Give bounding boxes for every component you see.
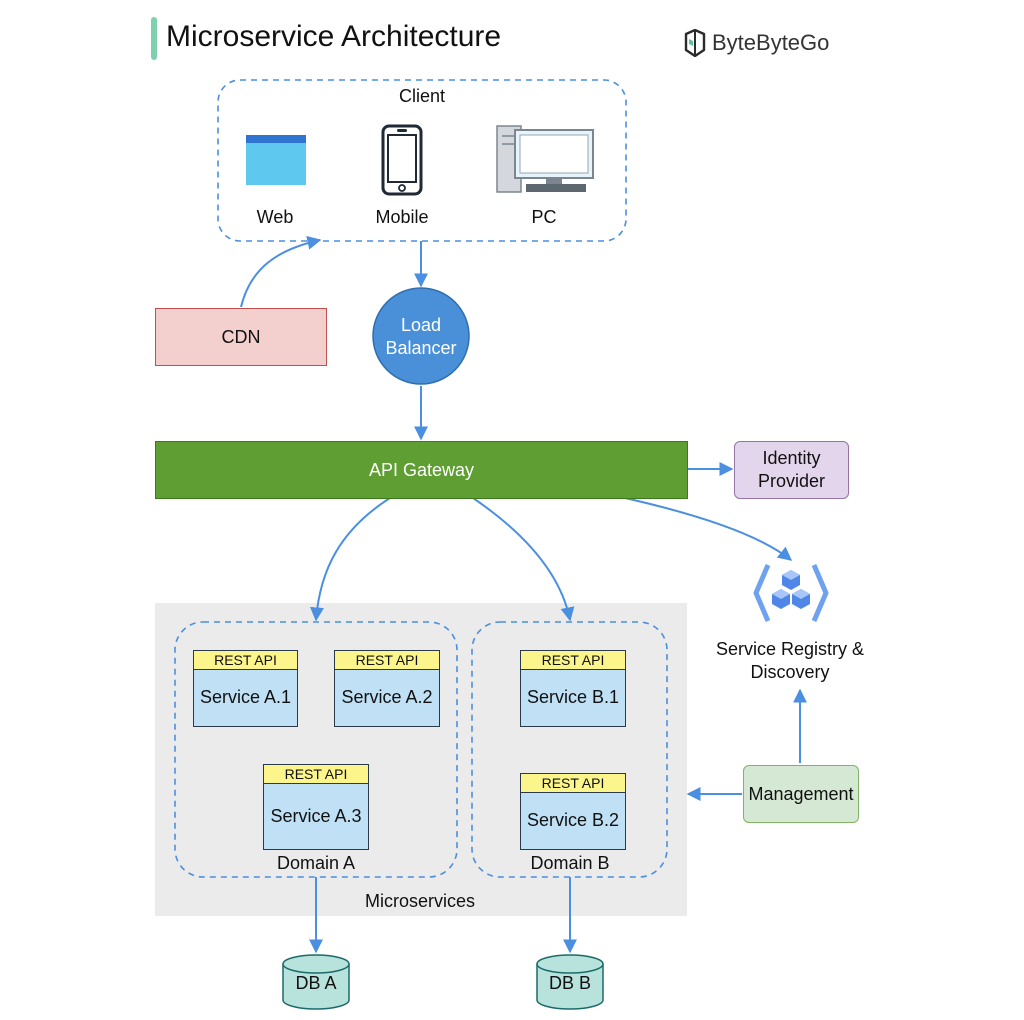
gateway-to-domain-b-arrow bbox=[472, 497, 575, 622]
db-b-cylinder bbox=[536, 954, 604, 1010]
identity-provider-box: Identity Provider bbox=[734, 441, 849, 499]
service-name: Service B.1 bbox=[526, 687, 620, 707]
service-registry-icon bbox=[752, 562, 830, 624]
load-balancer-circle bbox=[372, 287, 470, 385]
db-a-cylinder bbox=[282, 954, 350, 1010]
db-a-label: DB A bbox=[295, 973, 337, 993]
gateway-to-registry-arrow bbox=[624, 497, 793, 561]
management-label: Management bbox=[748, 783, 854, 804]
db-b-label: DB B bbox=[548, 973, 591, 993]
service-card-a3: REST API Service A.3 bbox=[263, 764, 369, 850]
brand-name: ByteByteGo bbox=[712, 30, 830, 55]
web-browser-icon bbox=[245, 134, 307, 186]
service-card-b2: REST API Service B.2 bbox=[520, 773, 626, 850]
client-item-mobile-label: Mobile bbox=[375, 207, 429, 227]
cdn-to-client-arrow bbox=[240, 235, 322, 308]
identity-provider-label-line1: Identity bbox=[762, 448, 821, 468]
gateway-to-domain-a-arrow bbox=[310, 497, 391, 622]
service-name: Service A.2 bbox=[341, 687, 433, 707]
rest-api-label: REST API bbox=[521, 651, 625, 670]
service-name: Service B.2 bbox=[526, 810, 620, 830]
cdn-box: CDN bbox=[155, 308, 327, 366]
domain-b-label: Domain B bbox=[530, 853, 610, 873]
service-name: Service A.1 bbox=[199, 687, 292, 707]
microservices-label: Microservices bbox=[364, 891, 475, 911]
client-label: Client bbox=[398, 86, 446, 106]
rest-api-label: REST API bbox=[264, 765, 368, 784]
desktop-pc-icon bbox=[496, 124, 596, 194]
rest-api-label: REST API bbox=[335, 651, 439, 670]
bytebytego-logo-icon bbox=[683, 28, 707, 58]
title-accent-bar bbox=[151, 17, 157, 60]
api-gateway-label: API Gateway bbox=[368, 459, 475, 480]
api-gateway-box: API Gateway bbox=[155, 441, 688, 499]
service-registry-label: Service Registry & Discovery bbox=[715, 639, 865, 682]
management-box: Management bbox=[743, 765, 859, 823]
service-card-b1: REST API Service B.1 bbox=[520, 650, 626, 727]
cdn-label: CDN bbox=[221, 326, 261, 347]
identity-provider-label-line2: Provider bbox=[757, 471, 826, 491]
service-name: Service A.3 bbox=[270, 805, 362, 826]
client-item-pc-label: PC bbox=[531, 207, 557, 227]
domain-a-container bbox=[174, 621, 458, 878]
page-title: Microservice Architecture bbox=[166, 20, 502, 53]
service-card-a2: REST API Service A.2 bbox=[334, 650, 440, 727]
mobile-phone-icon bbox=[381, 124, 423, 196]
domain-a-label: Domain A bbox=[276, 853, 356, 873]
rest-api-label: REST API bbox=[521, 774, 625, 793]
rest-api-label: REST API bbox=[194, 651, 297, 670]
client-item-web-label: Web bbox=[256, 207, 294, 227]
service-card-a1: REST API Service A.1 bbox=[193, 650, 298, 727]
load-balancer-label: Load Balancer bbox=[385, 315, 457, 358]
